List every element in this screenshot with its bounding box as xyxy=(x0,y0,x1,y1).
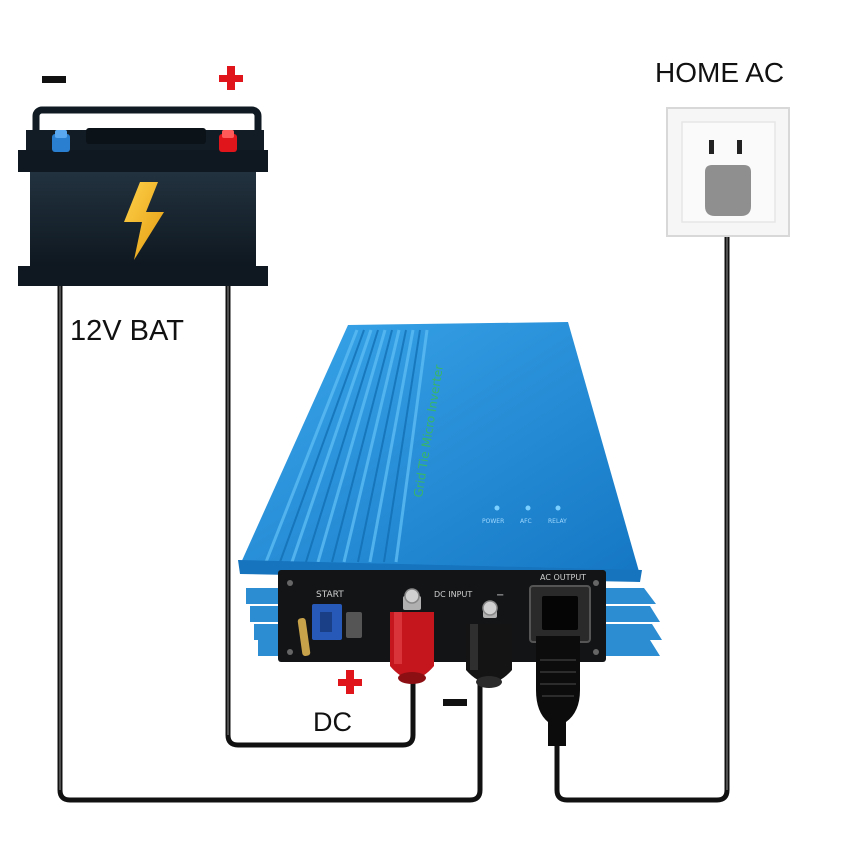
lightning-bolt-icon xyxy=(124,182,164,260)
ac-wire xyxy=(554,215,730,803)
battery-icon xyxy=(18,106,268,286)
panel-dc-input-label: DC INPUT xyxy=(434,590,472,599)
wall-outlet-icon xyxy=(666,107,790,237)
dc-positive-terminal xyxy=(390,588,434,684)
indicator-power: POWER xyxy=(482,518,504,525)
panel-ac-output-label: AC OUTPUT xyxy=(540,573,586,582)
inverter-front-panel xyxy=(278,570,606,662)
home-ac-label: HOME AC xyxy=(655,57,784,88)
indicator-leds: POWER AFC RELAY xyxy=(482,505,567,525)
dc-label: DC xyxy=(313,707,352,737)
ac-output-socket xyxy=(529,585,591,643)
dc-negative-terminal xyxy=(466,600,512,688)
panel-minus-label: − xyxy=(496,590,504,601)
indicator-afc: AFC xyxy=(520,518,532,525)
wires xyxy=(57,150,730,803)
dc-positive-sign xyxy=(338,670,362,694)
dc-negative-sign xyxy=(443,699,467,706)
battery-positive-sign xyxy=(219,66,243,90)
ac-power-plug xyxy=(536,636,580,746)
indicator-relay: RELAY xyxy=(548,518,567,525)
ac-plug-head xyxy=(705,165,751,216)
battery-negative-terminal xyxy=(52,130,70,152)
battery-label: 12V BAT xyxy=(70,315,184,347)
battery-positive-terminal xyxy=(219,130,237,152)
positive-wire xyxy=(225,150,416,748)
battery-negative-sign xyxy=(42,76,66,83)
negative-wire xyxy=(57,150,483,803)
inverter-device: Grid Tie Micro Inverter POWER AFC RELAY … xyxy=(238,322,662,662)
panel-start-label: START xyxy=(316,590,344,600)
start-switch xyxy=(297,604,362,656)
